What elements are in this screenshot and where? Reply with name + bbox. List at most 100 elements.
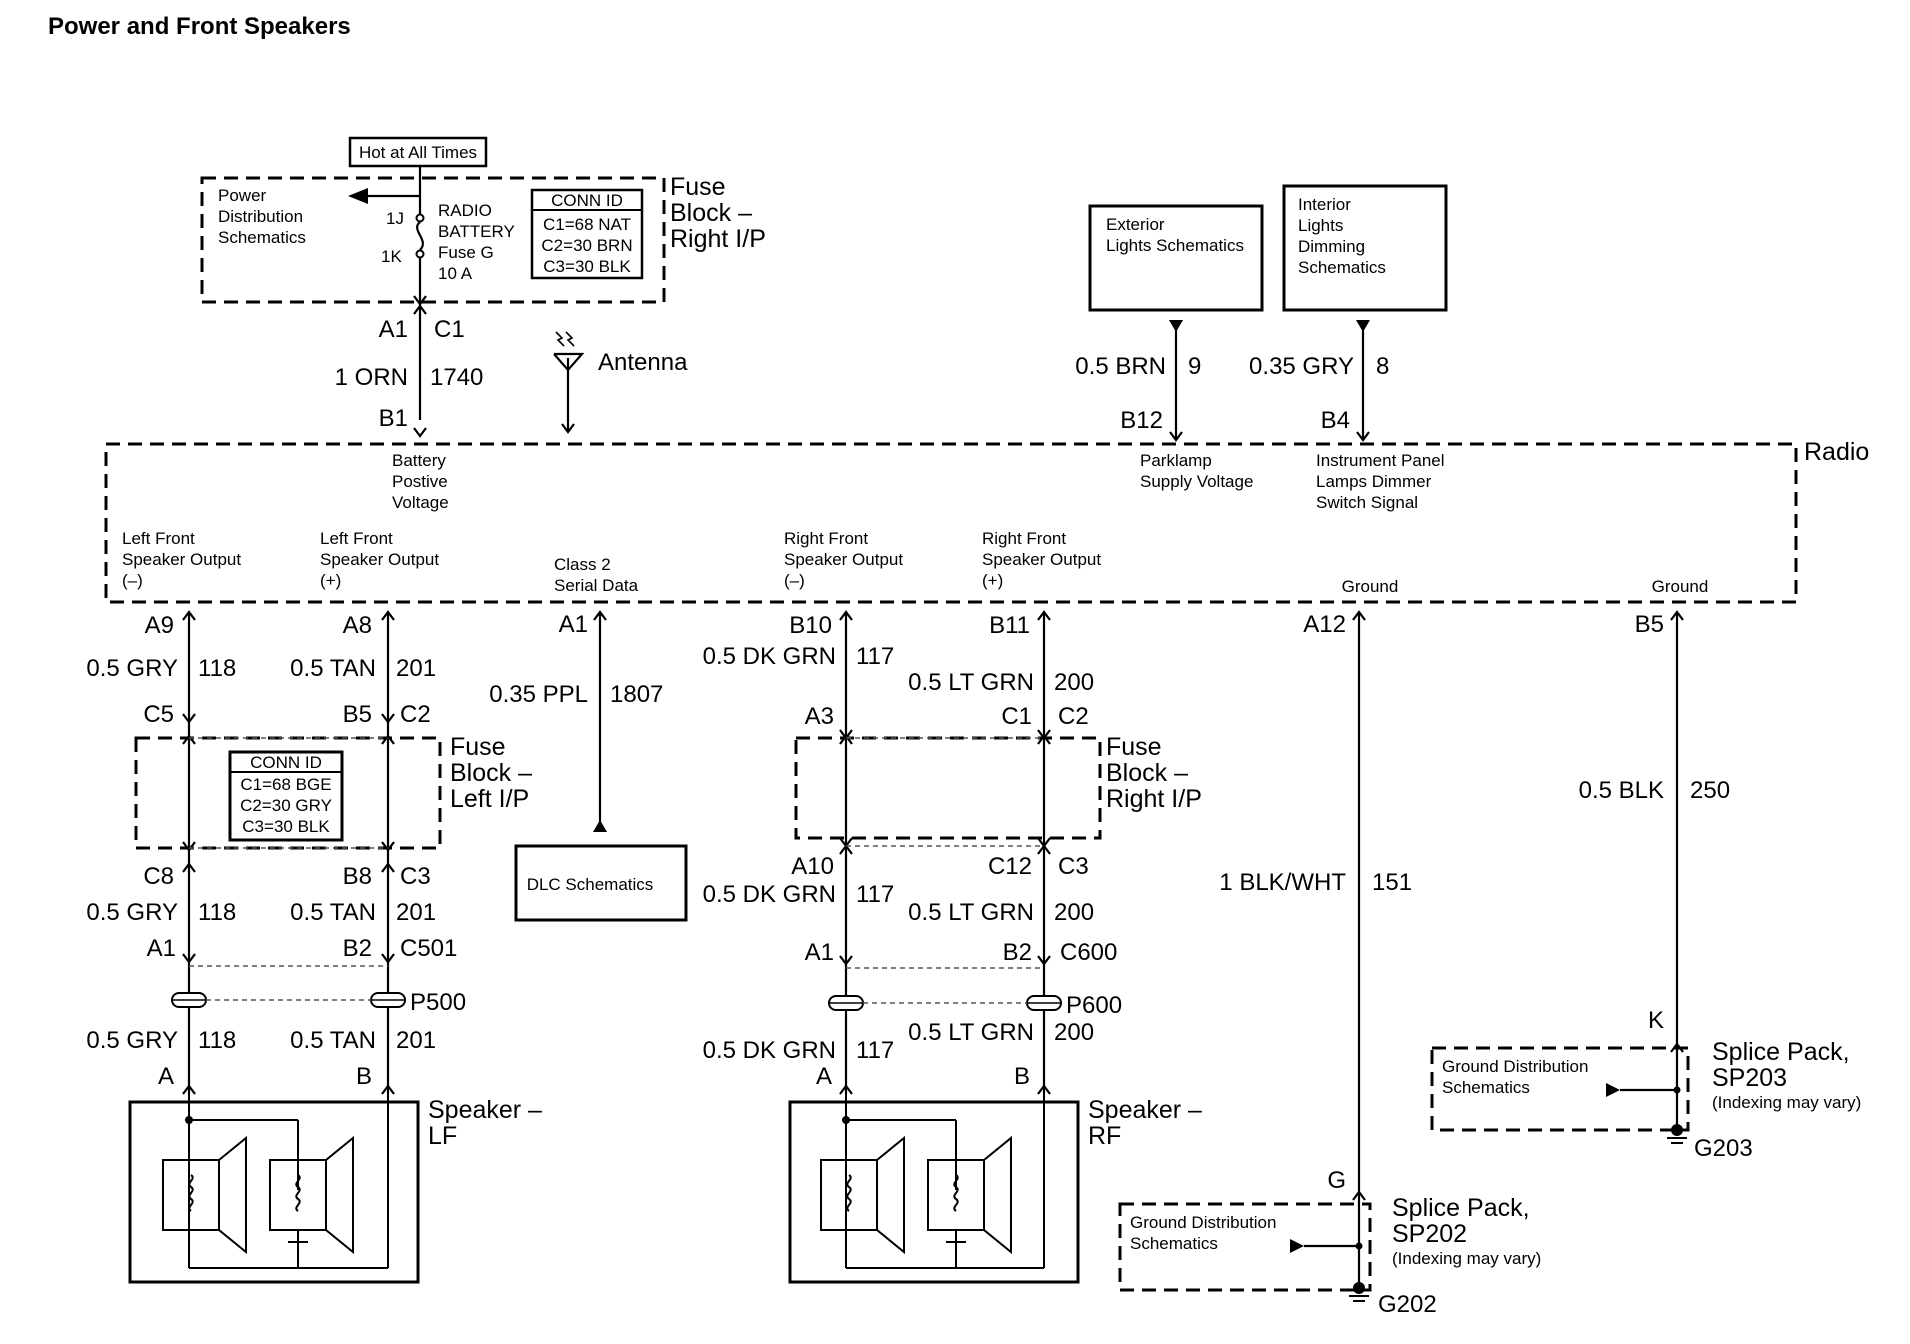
lf-neg-circuit-label: 118 xyxy=(198,655,236,682)
conn-id-left-box xyxy=(228,750,344,842)
radio-rf-neg-label-3: (–) xyxy=(784,571,805,590)
lf-neg-c8: C8 xyxy=(143,863,174,890)
rf-neg-c600-pin: A1 xyxy=(805,939,834,966)
class2-pin: A1 xyxy=(559,611,588,638)
fuse-block-right-bottom-label-1: Fuse xyxy=(1106,733,1162,761)
radio-parklamp-label-1: Parklamp xyxy=(1140,451,1212,470)
lf-neg-c501-pin: A1 xyxy=(147,935,176,962)
rf-neg-circuit-label-3: 117 xyxy=(856,1037,894,1064)
lf-pos-b5: B5 xyxy=(343,701,372,728)
hot-at-all-times-box xyxy=(348,136,488,168)
rf-pos-wire-label-3: 0.5 LT GRN xyxy=(908,1019,1034,1046)
feed-pin-a1: A1 xyxy=(379,316,408,343)
sp202-ground-dist-label-2: Schematics xyxy=(1130,1234,1218,1253)
lf-pos-b8: B8 xyxy=(343,863,372,890)
radio-parklamp-label-2: Supply Voltage xyxy=(1140,472,1253,491)
rf-neg-wire-label: 0.5 DK GRN xyxy=(703,643,836,670)
radio-battery-label-3: Voltage xyxy=(392,493,449,512)
radio-class2-label-2: Serial Data xyxy=(554,576,639,595)
lf-speaker-pin-a: A xyxy=(158,1063,174,1090)
radio-dimmer-label-1: Instrument Panel xyxy=(1316,451,1445,470)
antenna-icon xyxy=(553,331,585,434)
radio-dimmer-label-2: Lamps Dimmer xyxy=(1316,472,1432,491)
rf-pos-wire-label-2: 0.5 LT GRN xyxy=(908,899,1034,926)
lf-neg-wire-label: 0.5 GRY xyxy=(86,655,178,682)
feed-wire-label: 1 ORN xyxy=(335,364,408,391)
lf-neg-radio-pin: A9 xyxy=(145,612,174,639)
lf-pos-c2: C2 xyxy=(400,701,431,728)
rf-neg-a10: A10 xyxy=(791,853,834,880)
feed-radio-pin: B1 xyxy=(379,405,408,432)
rf-neg-radio-pin: B10 xyxy=(789,612,832,639)
sp203-splice-pack xyxy=(1430,1046,1690,1132)
radio-dimmer-label-3: Switch Signal xyxy=(1316,493,1418,512)
sp203-label-2: SP203 xyxy=(1712,1064,1787,1092)
ground-a12-wire-label: 1 BLK/WHT xyxy=(1219,869,1346,896)
radio-rf-pos-label-2: Speaker Output xyxy=(982,550,1101,569)
sp203-ground-dist-label-2: Schematics xyxy=(1442,1078,1530,1097)
rf-speaker-pin-b: B xyxy=(1014,1063,1030,1090)
lf-neg-wire-label-2: 0.5 GRY xyxy=(86,899,178,926)
exterior-arrow-icon xyxy=(1169,320,1183,332)
interior-dimming-label-3: Dimming xyxy=(1298,237,1365,256)
fuse-pin-1k: 1K xyxy=(381,247,402,266)
hot-at-all-times-label: Hot at All Times xyxy=(359,143,477,162)
fuse-block-left-label-1: Fuse xyxy=(450,733,506,761)
fuse-block-right-bottom-label-2: Block – xyxy=(1106,759,1188,787)
ground-a12-pin: A12 xyxy=(1303,611,1346,638)
class2-wire-label: 0.35 PPL xyxy=(489,681,588,708)
exterior-lights-label-2: Lights Schematics xyxy=(1106,236,1244,255)
power-distribution-label-1: Power xyxy=(218,186,267,205)
c501-label: C501 xyxy=(400,935,457,962)
parklamp-wire-label: 0.5 BRN xyxy=(1075,353,1166,380)
fuse-block-right-bottom xyxy=(794,736,1102,840)
ground-b5-pin: B5 xyxy=(1635,611,1664,638)
power-distribution-label-2: Distribution xyxy=(218,207,303,226)
lf-pos-circuit-label: 201 xyxy=(396,655,436,682)
rf-pos-c3: C3 xyxy=(1058,853,1089,880)
speaker-rf-label-2: RF xyxy=(1088,1122,1121,1150)
fuse-block-right-top xyxy=(200,176,666,304)
conn-id-left-c2: C2=30 GRY xyxy=(240,796,332,815)
lf-speaker-pin-b: B xyxy=(356,1063,372,1090)
fuse-block-left-label-3: Left I/P xyxy=(450,785,529,813)
radio-lf-pos-label-3: (+) xyxy=(320,571,341,590)
ground-b5-circuit-label: 250 xyxy=(1690,777,1730,804)
lf-pos-c3: C3 xyxy=(400,863,431,890)
fuse-g-label-4: 10 A xyxy=(438,264,473,283)
conn-id-top-box xyxy=(530,188,644,280)
radio-battery-label-1: Battery xyxy=(392,451,446,470)
power-distribution-label-3: Schematics xyxy=(218,228,306,247)
fuse-block-right-bottom-label-3: Right I/P xyxy=(1106,785,1202,813)
fuse-block-left xyxy=(134,736,442,850)
lf-speaker-internal-icon xyxy=(162,1094,389,1269)
conn-id-top-c1: C1=68 NAT xyxy=(543,215,631,234)
radio-ground1-label: Ground xyxy=(1342,577,1399,596)
p500-inline-connector-icon xyxy=(171,992,406,1008)
sp202-pin-g: G xyxy=(1327,1167,1346,1194)
dimmer-wire-label: 0.35 GRY xyxy=(1249,353,1354,380)
c600-label: C600 xyxy=(1060,939,1117,966)
sp203-ground-dist-label-1: Ground Distribution xyxy=(1442,1057,1588,1076)
g202-ground-icon xyxy=(1353,1282,1365,1294)
interior-dimming-schematics-box xyxy=(1282,184,1448,312)
lf-neg-circuit-label-2: 118 xyxy=(198,899,236,926)
radio-lf-pos-label-2: Speaker Output xyxy=(320,550,439,569)
rf-pos-wire-label: 0.5 LT GRN xyxy=(908,669,1034,696)
speaker-lf-label-1: Speaker – xyxy=(428,1096,542,1124)
rf-neg-circuit-label-2: 117 xyxy=(856,881,894,908)
g203-ground-icon xyxy=(1671,1124,1683,1136)
dimming-arrow-icon xyxy=(1356,320,1370,332)
sp202-label-1: Splice Pack, xyxy=(1392,1194,1530,1222)
sp202-ground-dist-label-1: Ground Distribution xyxy=(1130,1213,1276,1232)
radio-ground2-label: Ground xyxy=(1652,577,1709,596)
radio-rf-pos-label-1: Right Front xyxy=(982,529,1066,548)
radio-lf-neg-label-1: Left Front xyxy=(122,529,195,548)
radio-class2-label-1: Class 2 xyxy=(554,555,611,574)
conn-id-left-c3: C3=30 BLK xyxy=(242,817,330,836)
class2-circuit-label: 1807 xyxy=(610,681,663,708)
lf-neg-wire-label-3: 0.5 GRY xyxy=(86,1027,178,1054)
rf-pos-c2: C2 xyxy=(1058,703,1089,730)
lf-pos-wire-label-2: 0.5 TAN xyxy=(290,899,376,926)
